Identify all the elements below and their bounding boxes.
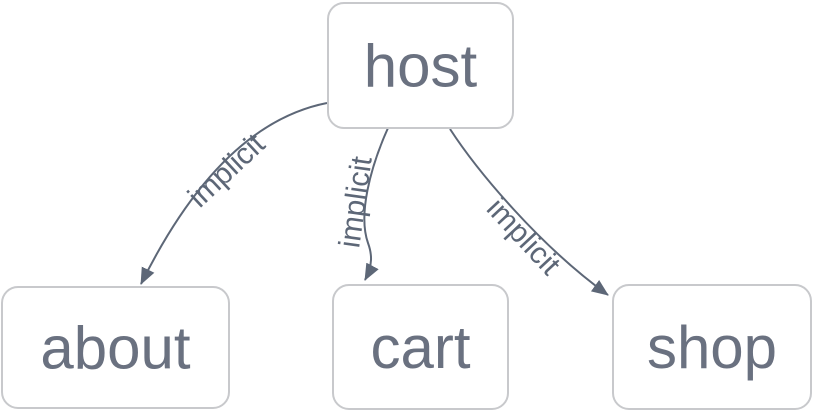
node-shop: shop xyxy=(612,284,812,410)
edge-host-cart-label: implicit xyxy=(333,154,379,250)
edge-host-cart xyxy=(363,127,389,281)
edge-group: implicit implicit implicit xyxy=(140,102,609,296)
node-shop-label: shop xyxy=(647,314,777,381)
edge-host-about xyxy=(140,102,328,285)
node-cart: cart xyxy=(332,284,509,410)
node-cart-label: cart xyxy=(370,314,470,381)
node-host-box xyxy=(327,2,514,129)
node-about-label: about xyxy=(40,315,190,382)
node-host-label: host xyxy=(364,33,478,100)
edge-host-shop xyxy=(449,128,609,296)
node-about: about xyxy=(1,286,230,409)
node-shop-box xyxy=(612,284,812,410)
edge-host-about-label: implicit xyxy=(182,127,272,214)
edge-host-shop-label: implicit xyxy=(480,192,567,282)
node-cart-box xyxy=(332,284,509,410)
node-host: host xyxy=(327,2,514,129)
node-about-box xyxy=(1,286,230,409)
